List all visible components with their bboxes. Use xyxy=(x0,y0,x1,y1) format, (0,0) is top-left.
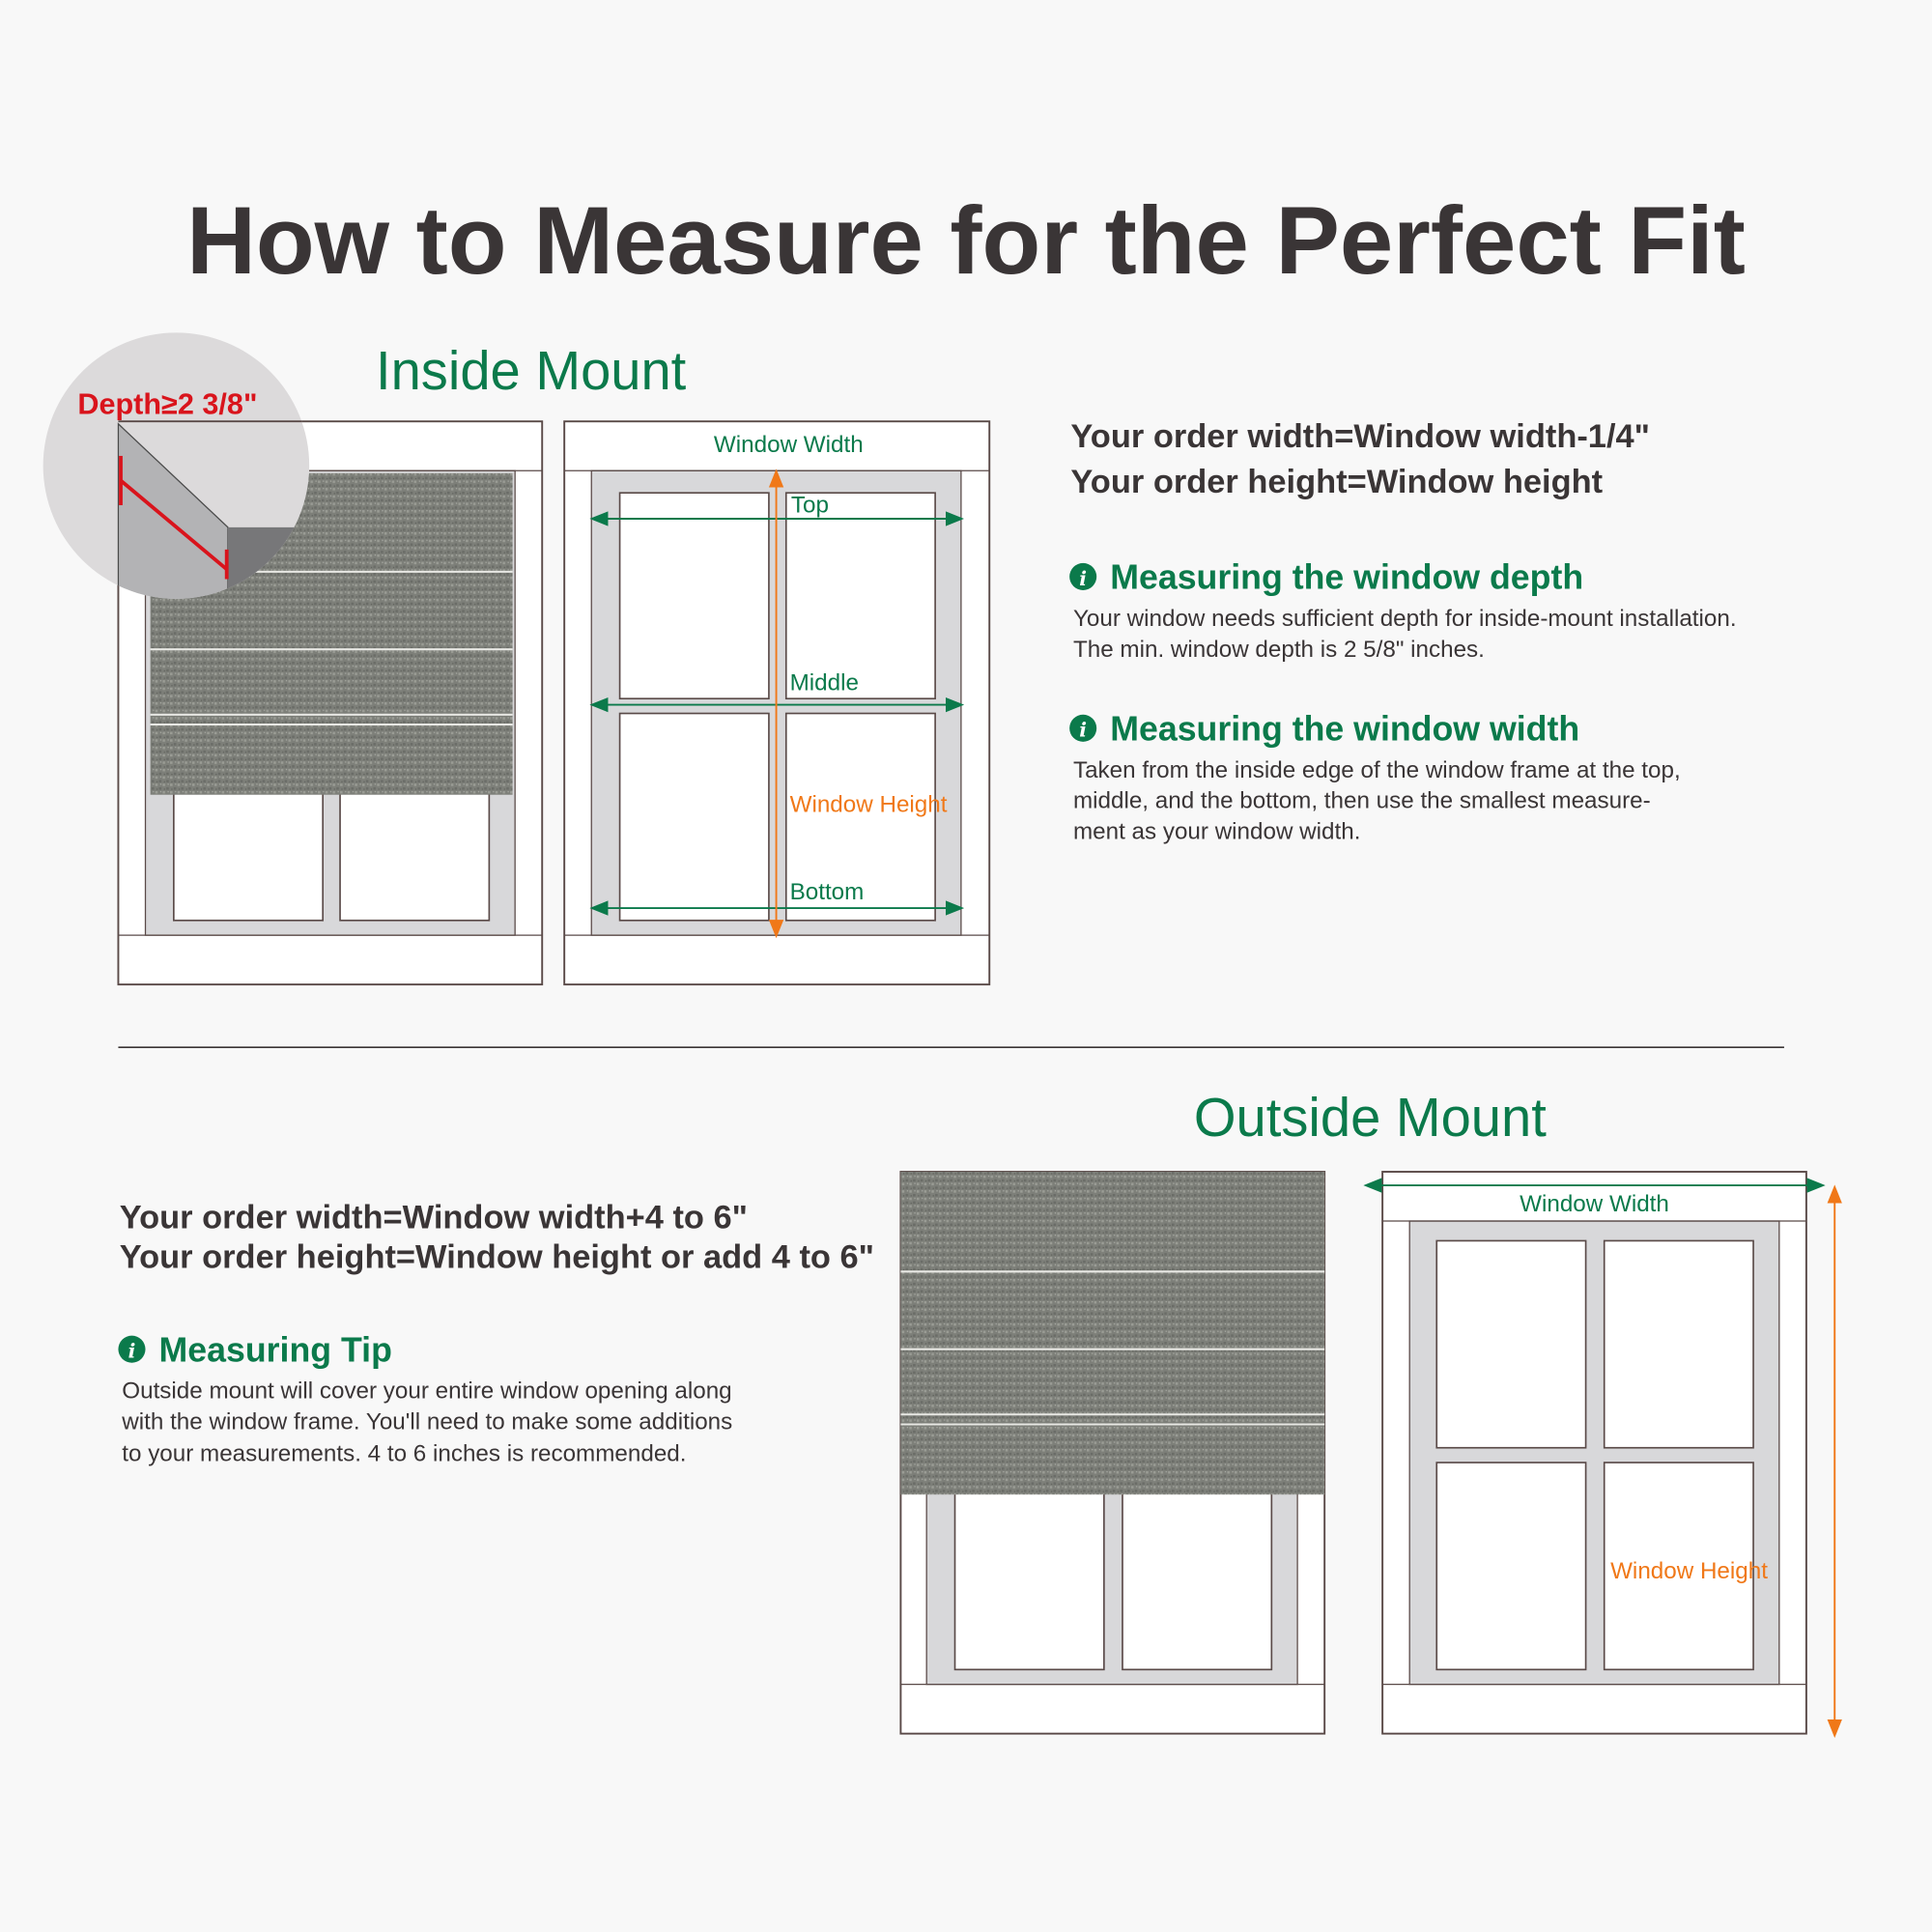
svg-text:i: i xyxy=(1079,567,1087,590)
depth-tip-text: Your window needs sufficient depth for i… xyxy=(1073,606,1737,632)
inside-mount-instructions: Your order width=Window width-1/4" Your … xyxy=(1069,418,1737,845)
window-width-label: Window Width xyxy=(714,432,864,458)
width-tip-text: ment as your window width. xyxy=(1073,819,1360,845)
page-title: How to Measure for the Perfect Fit xyxy=(186,187,1746,295)
window-height-label: Window Height xyxy=(790,792,948,818)
width-tip-text: middle, and the bottom, then use the sma… xyxy=(1073,788,1651,814)
order-height-formula: Your order height=Window height or add 4… xyxy=(120,1239,874,1276)
top-label: Top xyxy=(791,493,829,519)
outside-mount-measure-diagram: Window Width Window Height xyxy=(1363,1171,1842,1739)
measuring-tip-text: Outside mount will cover your entire win… xyxy=(122,1378,731,1405)
window-height-label: Window Height xyxy=(1610,1558,1768,1584)
inside-mount-heading: Inside Mount xyxy=(376,340,687,401)
order-width-formula: Your order width=Window width+4 to 6" xyxy=(120,1200,748,1236)
order-height-formula: Your order height=Window height xyxy=(1070,464,1603,500)
window-width-label: Window Width xyxy=(1520,1191,1669,1217)
depth-tip-heading: Measuring the window depth xyxy=(1110,558,1583,597)
svg-text:i: i xyxy=(1079,719,1087,742)
bottom-label: Bottom xyxy=(790,879,865,905)
width-tip-text: Taken from the inside edge of the window… xyxy=(1073,757,1681,783)
measuring-tip-text: with the window frame. You'll need to ma… xyxy=(121,1409,732,1435)
measuring-tip-heading: Measuring Tip xyxy=(159,1330,392,1369)
outside-mount-instructions: Your order width=Window width+4 to 6" Yo… xyxy=(118,1200,874,1467)
measuring-tip-text: to your measurements. 4 to 6 inches is r… xyxy=(122,1441,686,1467)
info-icon xyxy=(118,1335,146,1363)
width-tip-heading: Measuring the window width xyxy=(1110,710,1579,749)
depth-label: Depth≥2 3/8" xyxy=(77,388,257,421)
svg-text:i: i xyxy=(128,1340,136,1363)
outside-mount-heading: Outside Mount xyxy=(1194,1087,1547,1148)
inside-mount-measure-diagram: Window Width Top Middle Window Height Bo… xyxy=(563,420,991,986)
middle-label: Middle xyxy=(790,669,859,696)
info-icon xyxy=(1069,562,1097,590)
depth-tip-text: The min. window depth is 2 5/8" inches. xyxy=(1073,637,1485,663)
info-icon xyxy=(1069,714,1097,742)
outside-mount-shade-diagram xyxy=(899,1171,1326,1735)
order-width-formula: Your order width=Window width-1/4" xyxy=(1070,418,1650,455)
roman-shade xyxy=(900,1172,1325,1495)
